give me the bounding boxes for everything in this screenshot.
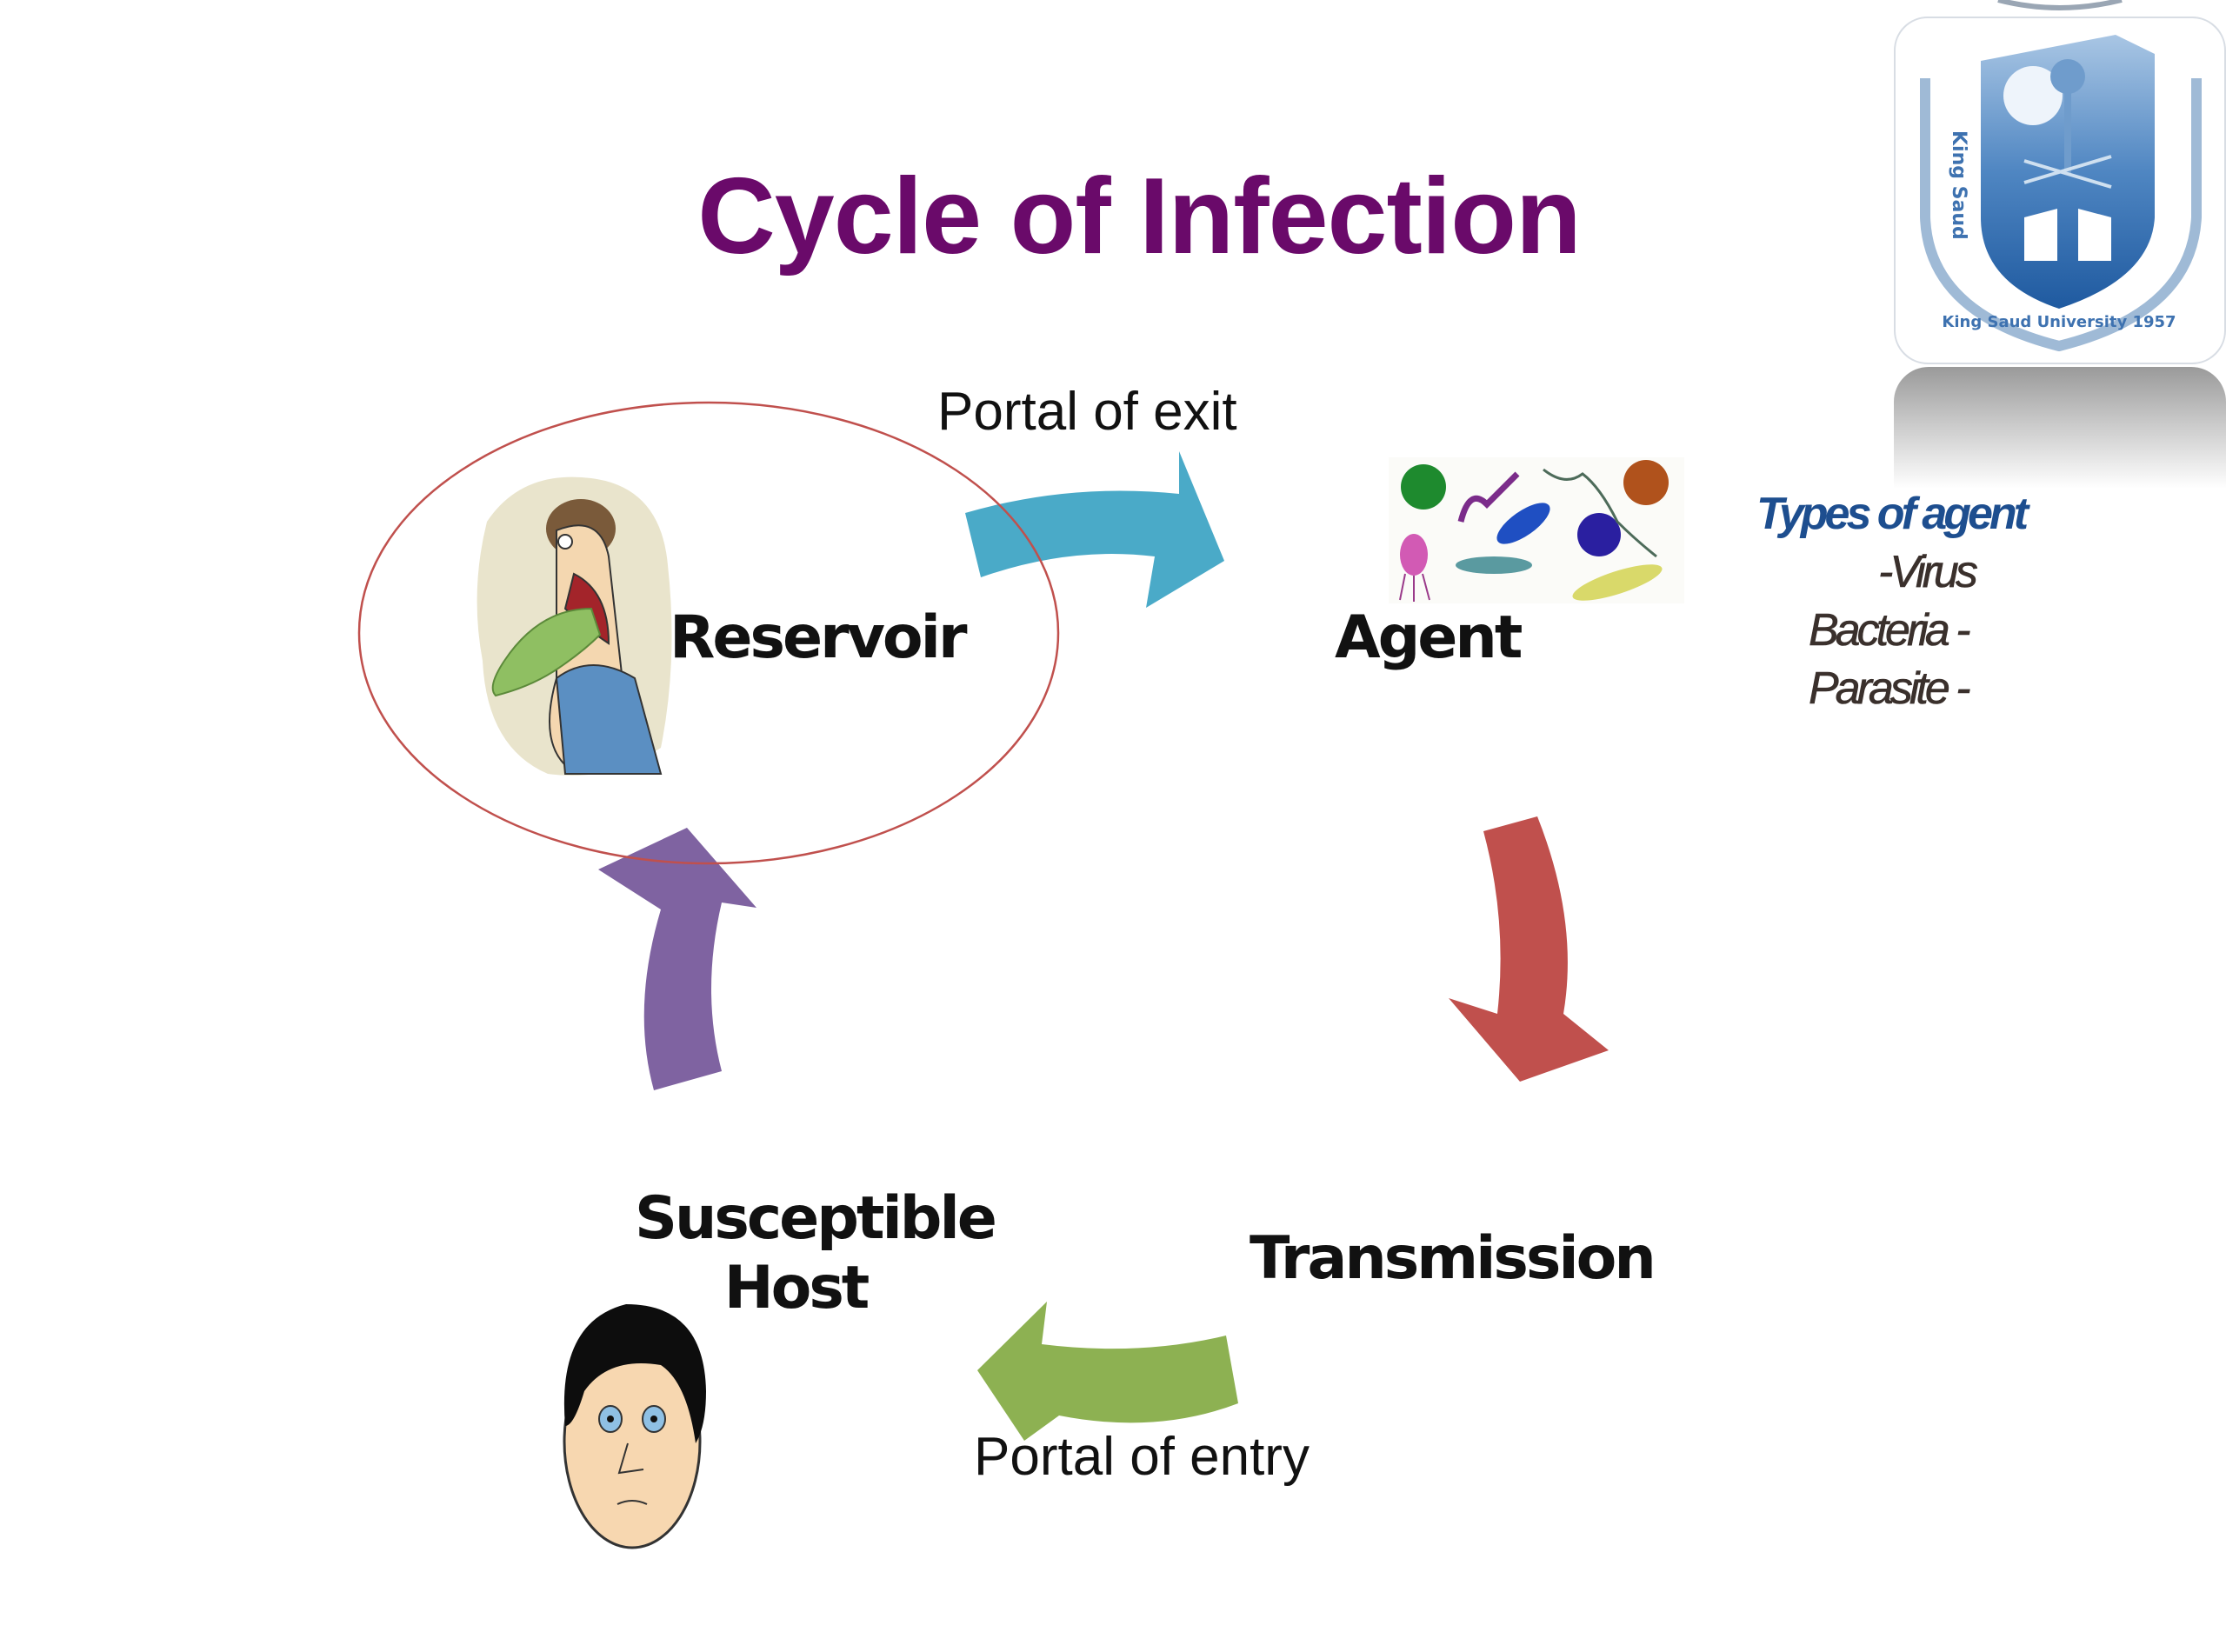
host-label-line2: Host (723, 1254, 870, 1322)
arrow-host-to-reservoir (598, 828, 756, 1090)
portal-of-entry-label: Portal of entry (974, 1427, 1310, 1487)
agent-types-heading: Types of agent (1756, 489, 2029, 539)
susceptible-host-label: Susceptible Host (635, 1184, 997, 1323)
reservoir-highlight-ellipse (357, 401, 1060, 865)
university-logo: King Saud King Saud University 1957 (1894, 0, 2226, 365)
arrow-agent-to-transmission (1449, 816, 1609, 1082)
microorganisms-illustration (1389, 457, 1684, 603)
arrow-portal-of-exit (965, 451, 1224, 608)
agent-type-item: Bacteria - (1809, 605, 1971, 656)
host-label-line1: Susceptible (635, 1184, 997, 1253)
person-vomiting-illustration (477, 476, 672, 776)
transmission-label: Transmission (1250, 1224, 1656, 1293)
agent-label: Agent (1335, 603, 1523, 672)
slide-title: Cycle of Infection (697, 157, 1581, 276)
agent-type-item: -Virus (1878, 547, 1978, 598)
reservoir-label: Reservoir (670, 603, 967, 672)
agent-types-list: Types of agent -Virus Bacteria - Parasit… (1756, 485, 2029, 718)
agent-type-item: Parasite - (1809, 663, 1971, 715)
logo-reflection (1894, 367, 2226, 489)
logo-text: King Saud University 1957 (1942, 313, 2176, 331)
svg-text:King Saud: King Saud (1948, 130, 1969, 240)
portal-of-exit-label: Portal of exit (937, 382, 1237, 442)
arrow-portal-of-entry (977, 1302, 1238, 1441)
sick-man-face-illustration (563, 1304, 706, 1549)
